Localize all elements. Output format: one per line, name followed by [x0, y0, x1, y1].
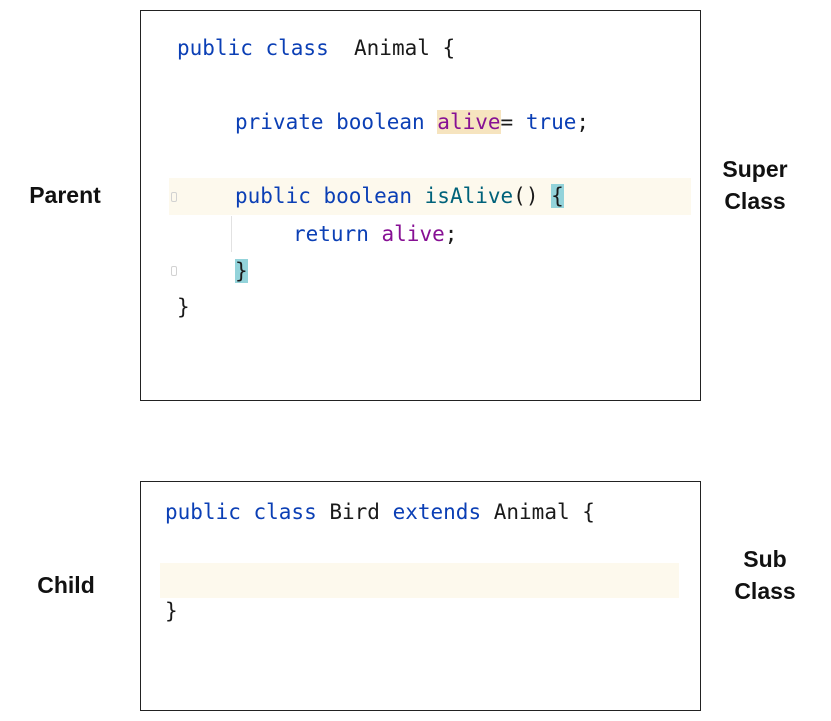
- fold-end-marker-icon[interactable]: [171, 266, 177, 276]
- keyword-token: public boolean: [235, 184, 425, 208]
- super-class-label: Super Class: [712, 153, 798, 217]
- class-name-token: Animal {: [341, 36, 456, 60]
- class-name-token: Bird: [329, 500, 393, 524]
- method-name-token: isAlive: [424, 184, 514, 208]
- parent-label: Parent: [29, 182, 101, 208]
- sub-label-line2: Class: [734, 578, 796, 604]
- fold-marker-icon[interactable]: [171, 192, 177, 202]
- child-code-box: public class Bird extends Animal { }: [140, 481, 701, 711]
- keyword-token: public class: [165, 500, 330, 524]
- keyword-token: extends: [392, 500, 494, 524]
- code-line-return: return alive;: [293, 219, 457, 249]
- current-line-highlight: [160, 563, 679, 598]
- parens-token: (): [513, 184, 552, 208]
- super-label-line1: Super: [722, 156, 788, 182]
- code-line-class-decl: public class Animal {: [177, 33, 455, 63]
- close-brace-highlighted: }: [235, 259, 248, 283]
- field-token: alive: [381, 222, 445, 246]
- semicolon-token: ;: [444, 222, 458, 246]
- semicolon-token: ;: [576, 110, 590, 134]
- open-brace-highlighted: {: [551, 184, 564, 208]
- code-line-class-close: }: [165, 596, 178, 626]
- sub-class-label: Sub Class: [722, 543, 808, 607]
- keyword-token: private boolean: [235, 110, 438, 134]
- parent-class-token: Animal {: [493, 500, 595, 524]
- code-line-method-decl: public boolean isAlive() {: [235, 181, 564, 211]
- code-line-field: private boolean alive= true;: [235, 107, 589, 137]
- code-line-class-decl: public class Bird extends Animal {: [165, 497, 595, 527]
- parent-code-box: public class Animal { private boolean al…: [140, 10, 701, 401]
- sub-label-line1: Sub: [743, 546, 787, 572]
- super-label-line2: Class: [724, 188, 786, 214]
- field-token-highlighted: alive: [437, 110, 501, 134]
- indent-guide: [231, 216, 232, 252]
- keyword-token: public class: [177, 36, 342, 60]
- child-label: Child: [37, 572, 95, 598]
- literal-token: true: [525, 110, 577, 134]
- operator-token: =: [500, 110, 526, 134]
- current-line-highlight: [169, 178, 691, 215]
- keyword-token: return: [293, 222, 382, 246]
- close-brace-token: }: [165, 599, 178, 623]
- code-line-class-close: }: [177, 292, 190, 322]
- code-line-method-close: }: [235, 256, 248, 286]
- close-brace-token: }: [177, 295, 190, 319]
